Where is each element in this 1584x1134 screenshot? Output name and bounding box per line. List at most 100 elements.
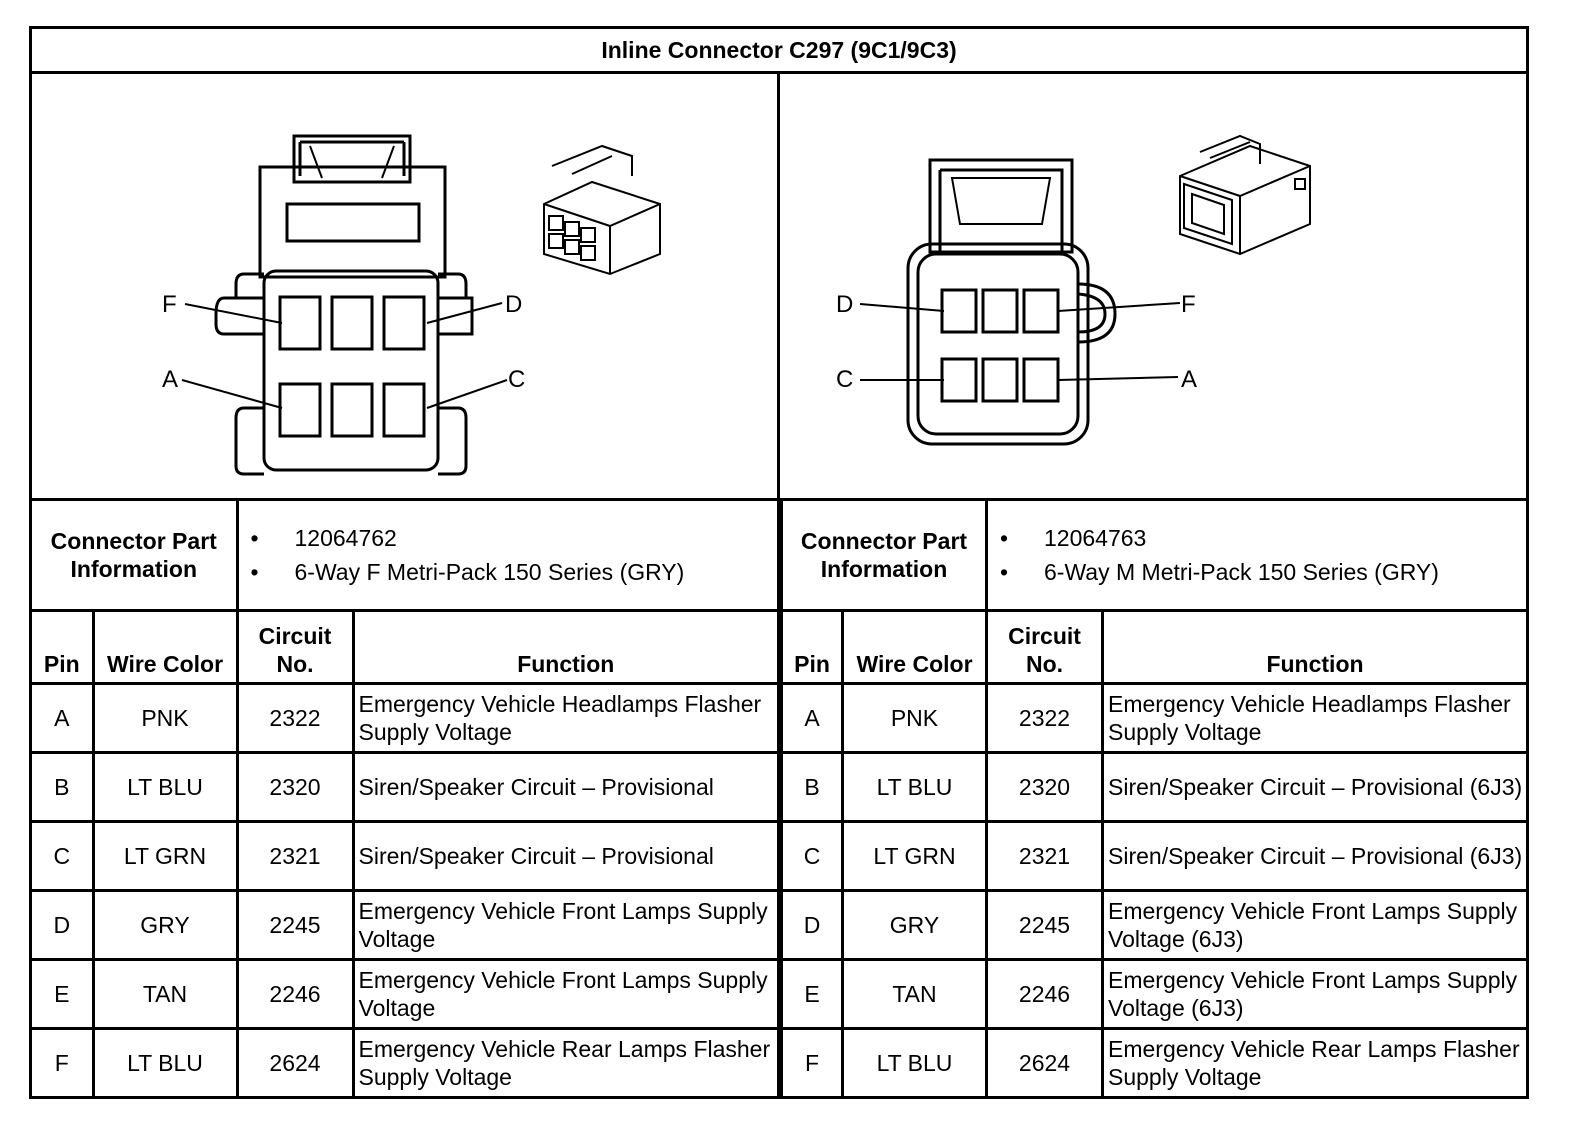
female-part-info: Connector Part Information 12064762 6-Wa… [32, 498, 780, 609]
part-description: 6-Way M Metri-Pack 150 Series (GRY) [1000, 555, 1526, 589]
circuit-cell: 2321 [235, 820, 355, 892]
table-header-row: Pin Wire Color Circuit No. Function [780, 609, 1526, 685]
circuit-cell: 2320 [985, 751, 1104, 823]
wire-color-cell: LT GRN [91, 820, 239, 892]
function-cell: Emergency Vehicle Front Lamps Supply Vol… [351, 958, 780, 1030]
function-cell: Siren/Speaker Circuit – Provisional (6J3… [1101, 820, 1526, 892]
function-cell: Emergency Vehicle Headlamps Flasher Supp… [1101, 682, 1526, 754]
col-pin: Pin [32, 609, 95, 685]
pin-cell: B [32, 751, 95, 823]
function-cell: Emergency Vehicle Front Lamps Supply Vol… [1101, 889, 1526, 961]
pin-cell: E [780, 958, 844, 1030]
wire-color-cell: LT BLU [91, 1027, 239, 1096]
col-circuit-no: Circuit No. [985, 609, 1104, 685]
part-number: 12064762 [251, 521, 778, 555]
table-row: B LT BLU 2320 Siren/Speaker Circuit – Pr… [780, 751, 1526, 823]
function-cell: Siren/Speaker Circuit – Provisional [351, 820, 780, 892]
circuit-cell: 2624 [985, 1027, 1104, 1096]
circuit-cell: 2246 [235, 958, 355, 1030]
part-number: 12064763 [1000, 521, 1526, 555]
col-pin: Pin [780, 609, 844, 685]
table-header-row: Pin Wire Color Circuit No. Function [32, 609, 780, 685]
col-circuit-no: Circuit No. [235, 609, 355, 685]
pin-cell: C [32, 820, 95, 892]
part-info-header: Connector Part Information [780, 498, 988, 609]
part-info-list: 12064762 6-Way F Metri-Pack 150 Series (… [239, 521, 778, 589]
female-connector-iso-icon [543, 144, 661, 276]
callout-c: C [508, 366, 525, 393]
callout-c: C [836, 366, 853, 393]
table-row: C LT GRN 2321 Siren/Speaker Circuit – Pr… [780, 820, 1526, 892]
circuit-cell: 2245 [235, 889, 355, 961]
table-row: A PNK 2322 Emergency Vehicle Headlamps F… [780, 682, 1526, 754]
pin-cell: F [32, 1027, 95, 1096]
table-row: A PNK 2322 Emergency Vehicle Headlamps F… [32, 682, 780, 754]
wire-color-cell: TAN [91, 958, 239, 1030]
male-connector-table: Connector Part Information 12064763 6-Wa… [780, 498, 1526, 1096]
wire-color-cell: PNK [91, 682, 239, 754]
pin-cell: D [32, 889, 95, 961]
pin-cell: D [780, 889, 844, 961]
wire-color-cell: LT GRN [841, 820, 988, 892]
connector-sheet: Inline Connector C297 (9C1/9C3) [29, 26, 1529, 1099]
page-title: Inline Connector C297 (9C1/9C3) [32, 29, 1526, 74]
wire-color-cell: TAN [841, 958, 988, 1030]
circuit-cell: 2322 [235, 682, 355, 754]
male-pin-table: Pin Wire Color Circuit No. Function A PN… [780, 609, 1526, 1096]
function-cell: Emergency Vehicle Rear Lamps Flasher Sup… [1101, 1027, 1526, 1096]
part-description: 6-Way F Metri-Pack 150 Series (GRY) [251, 555, 778, 589]
male-connector-iso-icon [1179, 134, 1311, 256]
circuit-cell: 2322 [985, 682, 1104, 754]
wire-color-cell: LT BLU [91, 751, 239, 823]
female-connector-diagram: F D A C [32, 74, 780, 501]
wire-color-cell: GRY [841, 889, 988, 961]
male-part-info: Connector Part Information 12064763 6-Wa… [780, 498, 1526, 609]
table-row: D GRY 2245 Emergency Vehicle Front Lamps… [780, 889, 1526, 961]
male-callout-leaders [859, 302, 1181, 381]
table-row: D GRY 2245 Emergency Vehicle Front Lamps… [32, 889, 780, 961]
pin-cell: A [32, 682, 95, 754]
function-cell: Emergency Vehicle Headlamps Flasher Supp… [351, 682, 780, 754]
col-wire-color: Wire Color [91, 609, 239, 685]
part-info-list: 12064763 6-Way M Metri-Pack 150 Series (… [988, 521, 1526, 589]
callout-f: F [1181, 291, 1196, 318]
table-row: F LT BLU 2624 Emergency Vehicle Rear Lam… [780, 1027, 1526, 1096]
callout-d: D [836, 291, 853, 318]
table-row: E TAN 2246 Emergency Vehicle Front Lamps… [32, 958, 780, 1030]
circuit-cell: 2320 [235, 751, 355, 823]
pin-cell: E [32, 958, 95, 1030]
table-row: B LT BLU 2320 Siren/Speaker Circuit – Pr… [32, 751, 780, 823]
female-callout-leaders [181, 302, 508, 409]
table-row: E TAN 2246 Emergency Vehicle Front Lamps… [780, 958, 1526, 1030]
circuit-cell: 2624 [235, 1027, 355, 1096]
female-pin-table: Pin Wire Color Circuit No. Function A PN… [32, 609, 780, 1096]
table-row: C LT GRN 2321 Siren/Speaker Circuit – Pr… [32, 820, 780, 892]
circuit-cell: 2245 [985, 889, 1104, 961]
wire-color-cell: LT BLU [841, 751, 988, 823]
pin-cell: C [780, 820, 844, 892]
col-function: Function [1101, 609, 1526, 685]
male-connector-face [906, 158, 1117, 446]
function-cell: Emergency Vehicle Rear Lamps Flasher Sup… [351, 1027, 780, 1096]
pin-cell: A [780, 682, 844, 754]
table-row: F LT BLU 2624 Emergency Vehicle Rear Lam… [32, 1027, 780, 1096]
circuit-cell: 2246 [985, 958, 1104, 1030]
pin-cell: F [780, 1027, 844, 1096]
callout-a: A [162, 366, 178, 393]
callout-f: F [162, 291, 177, 318]
wire-color-cell: PNK [841, 682, 988, 754]
callout-a: A [1181, 366, 1197, 393]
function-cell: Emergency Vehicle Front Lamps Supply Vol… [351, 889, 780, 961]
circuit-cell: 2321 [985, 820, 1104, 892]
function-cell: Siren/Speaker Circuit – Provisional [351, 751, 780, 823]
callout-d: D [505, 291, 522, 318]
wire-color-cell: GRY [91, 889, 239, 961]
part-info-header: Connector Part Information [32, 498, 239, 609]
wire-color-cell: LT BLU [841, 1027, 988, 1096]
female-connector-face [214, 134, 474, 476]
col-function: Function [351, 609, 780, 685]
function-cell: Siren/Speaker Circuit – Provisional (6J3… [1101, 751, 1526, 823]
pin-cell: B [780, 751, 844, 823]
col-wire-color: Wire Color [841, 609, 988, 685]
female-connector-table: Connector Part Information 12064762 6-Wa… [32, 498, 780, 1096]
